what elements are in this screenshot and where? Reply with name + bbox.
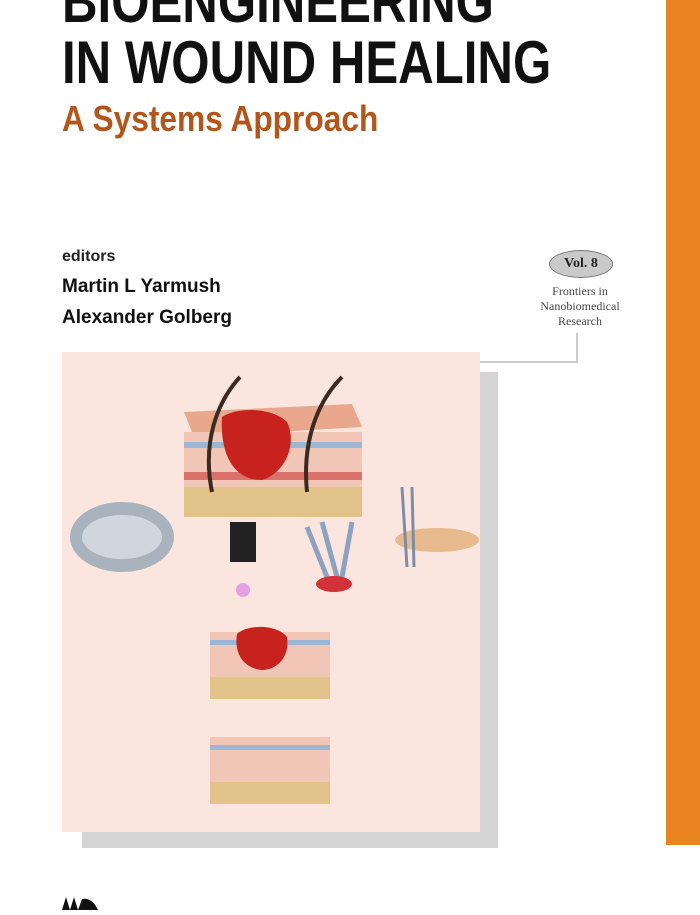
connector-line [576, 333, 578, 363]
subtitle: A Systems Approach [62, 98, 379, 139]
world-scientific-logo-icon [62, 897, 98, 910]
skin-block-healed [210, 737, 330, 804]
title-line-1: BIOENGINEERING [62, 0, 494, 35]
series-line: Nanobiomedical [540, 299, 620, 313]
publisher-logo [62, 897, 102, 915]
connector-line [480, 361, 578, 363]
skin-block-healing [210, 626, 330, 699]
series-name: Frontiers in Nanobiomedical Research [520, 284, 640, 329]
series-line: Frontiers in [552, 284, 608, 298]
series-line: Research [558, 314, 602, 328]
title-line-2: IN WOUND HEALING [62, 29, 552, 96]
editor-name: Alexander Golberg [62, 307, 232, 328]
cover-illustration [62, 352, 480, 832]
orange-spine-strip [666, 0, 700, 845]
editor-name: Martin L Yarmush [62, 276, 221, 297]
editors-label: editors [62, 248, 116, 265]
wound-healing-illustration [70, 375, 479, 804]
volume-badge: Vol. 8 [549, 250, 613, 278]
treatment-device-images [230, 486, 479, 597]
skin-block-wound [184, 375, 362, 517]
bandage-hand-image [70, 502, 174, 572]
